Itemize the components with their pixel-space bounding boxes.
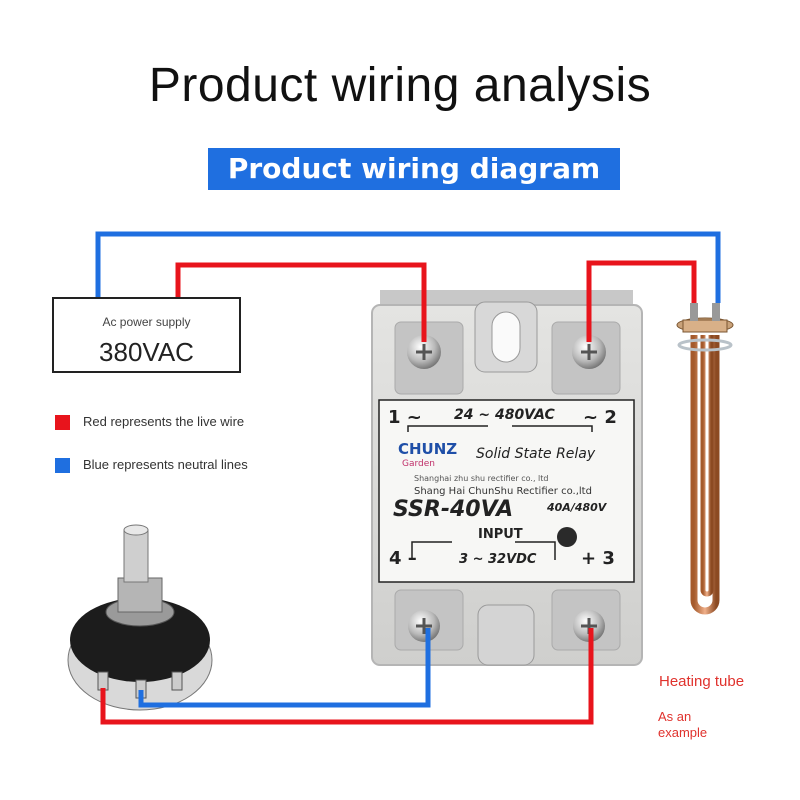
heater-ring	[677, 338, 733, 352]
relay-dc-voltage: 3 ~ 32VDC	[459, 552, 537, 567]
legend-live-text: Red represents the live wire	[83, 414, 245, 429]
power-supply-box: Ac power supply 380VAC	[52, 297, 241, 373]
relay-rating: 40A/480V	[547, 501, 607, 514]
relay-terminal-2-label: ~ 2	[583, 407, 617, 428]
relay-ac-voltage: 24 ~ 480VAC	[454, 407, 555, 423]
relay-maker-line2: Shang Hai ChunShu Rectifier co.,ltd	[414, 486, 592, 497]
relay-brand-sub: Garden	[402, 459, 435, 469]
heater-flange-body	[682, 319, 728, 333]
potentiometer	[67, 524, 213, 711]
neutral-wire-supply-heater	[95, 231, 721, 303]
ac-bracket	[407, 425, 593, 432]
pot-body	[70, 598, 210, 682]
relay-type: Solid State Relay	[476, 446, 596, 462]
heater-element-outer	[690, 335, 720, 615]
relay-terminal-4-label: 4 –	[389, 548, 417, 569]
relay-brand: CHUNZ	[398, 440, 458, 458]
heater-terminal-left	[690, 303, 698, 321]
dc-bracket	[411, 541, 556, 560]
indicator-led	[557, 527, 577, 547]
relay-terminal-3-label: + 3	[581, 548, 615, 569]
power-supply-voltage: 380VAC	[99, 337, 194, 367]
pot-bushing	[117, 577, 163, 613]
red-wire-pot-relay	[100, 628, 594, 725]
live-wire-supply-relay	[175, 262, 427, 342]
terminal-2-screw-slot	[581, 344, 597, 360]
blue-wire-pot-relay	[138, 628, 431, 708]
diagram-subtitle: Product wiring diagram	[208, 148, 620, 190]
relay-slot-hole-top	[491, 311, 521, 363]
pot-shaft	[123, 529, 149, 583]
heating-tube	[676, 303, 734, 615]
legend-neutral-swatch	[55, 458, 70, 473]
power-supply-label: Ac power supply	[102, 315, 191, 329]
page-title: Product wiring analysis	[148, 59, 652, 112]
pot-shaft-top	[123, 524, 149, 536]
relay-maker-line1: Shanghai zhu shu rectifier co., ltd	[414, 474, 549, 483]
relay-model: SSR-40VA	[393, 497, 514, 522]
heater-label: Heating tube	[659, 673, 745, 690]
heater-element-inner	[700, 335, 714, 597]
live-wire-relay-heater	[586, 260, 697, 342]
terminal-4-screw-slot	[416, 618, 432, 634]
heater-note: As an example	[658, 709, 708, 740]
terminal-1-screw-slot	[416, 344, 432, 360]
relay-input-label: INPUT	[478, 527, 523, 542]
legend-neutral-text: Blue represents neutral lines	[83, 457, 248, 472]
legend-live-swatch	[55, 415, 70, 430]
pot-pin-1	[97, 671, 109, 691]
relay-mounting-slot-bottom	[477, 604, 535, 666]
heater-terminal-right	[712, 303, 720, 321]
relay-terminal-1-label: 1 ~	[388, 407, 422, 428]
pot-pin-3	[171, 671, 183, 691]
